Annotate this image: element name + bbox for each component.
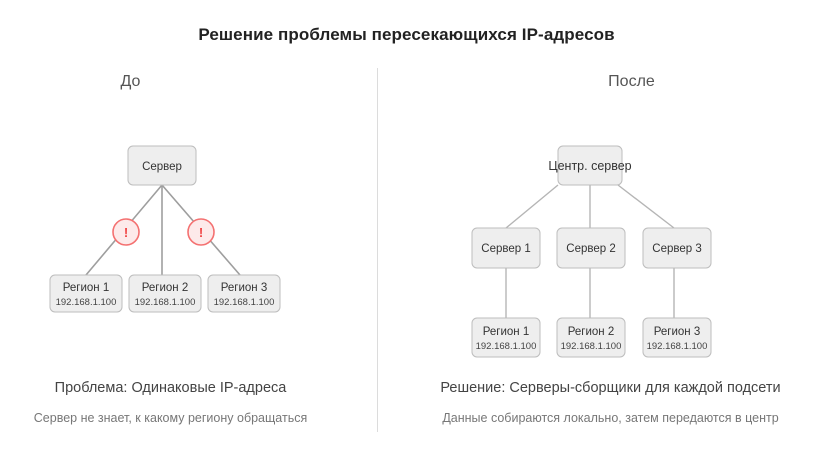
node-region-1-label: Регион 1 [483, 326, 530, 338]
node-region-2-box [556, 317, 626, 358]
edge-root-to-server-1 [505, 184, 559, 229]
node-region-1-box [49, 274, 123, 313]
node-region-1-box [471, 317, 541, 358]
warning-badge-2-glyph: ! [199, 225, 203, 240]
node-central-server-label: Центр. сервер [548, 159, 631, 173]
node-server-root[interactable]: Сервер [127, 145, 197, 186]
before-panel: До Сервер ! ! Регион 1 [0, 0, 377, 470]
node-region-3-ip: 192.168.1.100 [647, 341, 708, 352]
node-region-3-ip: 192.168.1.100 [214, 297, 275, 308]
node-region-2-label: Регион 2 [142, 282, 189, 294]
node-server-2[interactable]: Сервер 2 [556, 227, 626, 269]
node-server-3-label: Сервер 3 [652, 243, 701, 255]
after-diagram: Центр. сервер Сервер 1 Сервер 2 Сервер 3… [471, 145, 712, 358]
before-diagram: Сервер ! ! Регион 1 192.168.1.100 Регион… [49, 145, 281, 313]
after-caption-sub: Данные собираются локально, затем переда… [442, 411, 779, 425]
node-server-root-box [127, 145, 197, 186]
node-server-1-label: Сервер 1 [481, 243, 530, 255]
node-server-1[interactable]: Сервер 1 [471, 227, 541, 269]
warning-badge-2[interactable]: ! [187, 218, 215, 246]
node-central-server-box [557, 145, 623, 186]
warning-icon [112, 218, 140, 246]
node-region-2-ip: 192.168.1.100 [561, 341, 622, 352]
page-title: Решение проблемы пересекающихся IP-адрес… [198, 25, 615, 44]
warning-icon [187, 218, 215, 246]
node-region-1[interactable]: Регион 1 192.168.1.100 [49, 274, 123, 313]
node-region-1-ip: 192.168.1.100 [56, 297, 117, 308]
node-region-1-label: Регион 1 [63, 282, 110, 294]
node-region-2-ip: 192.168.1.100 [135, 297, 196, 308]
node-region-3-box [207, 274, 281, 313]
node-region-3-box [642, 317, 712, 358]
edge-root-to-server-3 [617, 184, 675, 229]
node-region-3[interactable]: Регион 3 192.168.1.100 [207, 274, 281, 313]
node-region-1[interactable]: Регион 1 192.168.1.100 [471, 317, 541, 358]
node-region-2[interactable]: Регион 2 192.168.1.100 [128, 274, 202, 313]
before-caption-sub: Сервер не знает, к какому региону обраща… [33, 411, 308, 425]
node-region-3-label: Регион 3 [654, 326, 701, 338]
node-region-3[interactable]: Регион 3 192.168.1.100 [642, 317, 712, 358]
node-server-2-label: Сервер 2 [566, 243, 615, 255]
node-region-2[interactable]: Регион 2 192.168.1.100 [556, 317, 626, 358]
node-server-root-label: Сервер [142, 161, 182, 173]
before-caption-main: Проблема: Одинаковые IP-адреса [54, 380, 287, 396]
node-server-2-box [556, 227, 626, 269]
node-region-1-ip: 192.168.1.100 [476, 341, 537, 352]
node-region-2-box [128, 274, 202, 313]
warning-badge-1-glyph: ! [124, 225, 128, 240]
after-panel: После Центр. сервер Сервер 1 Серве [378, 0, 813, 470]
node-server-3[interactable]: Сервер 3 [642, 227, 712, 269]
node-server-3-box [642, 227, 712, 269]
after-caption-main: Решение: Серверы-сборщики для каждой под… [440, 380, 781, 396]
warning-badge-1[interactable]: ! [112, 218, 140, 246]
panel-divider [377, 68, 378, 432]
node-region-2-label: Регион 2 [568, 326, 615, 338]
after-heading: После [608, 73, 655, 90]
before-heading: До [120, 73, 141, 90]
node-region-3-label: Регион 3 [221, 282, 268, 294]
node-central-server[interactable]: Центр. сервер [548, 145, 632, 186]
node-server-1-box [471, 227, 541, 269]
